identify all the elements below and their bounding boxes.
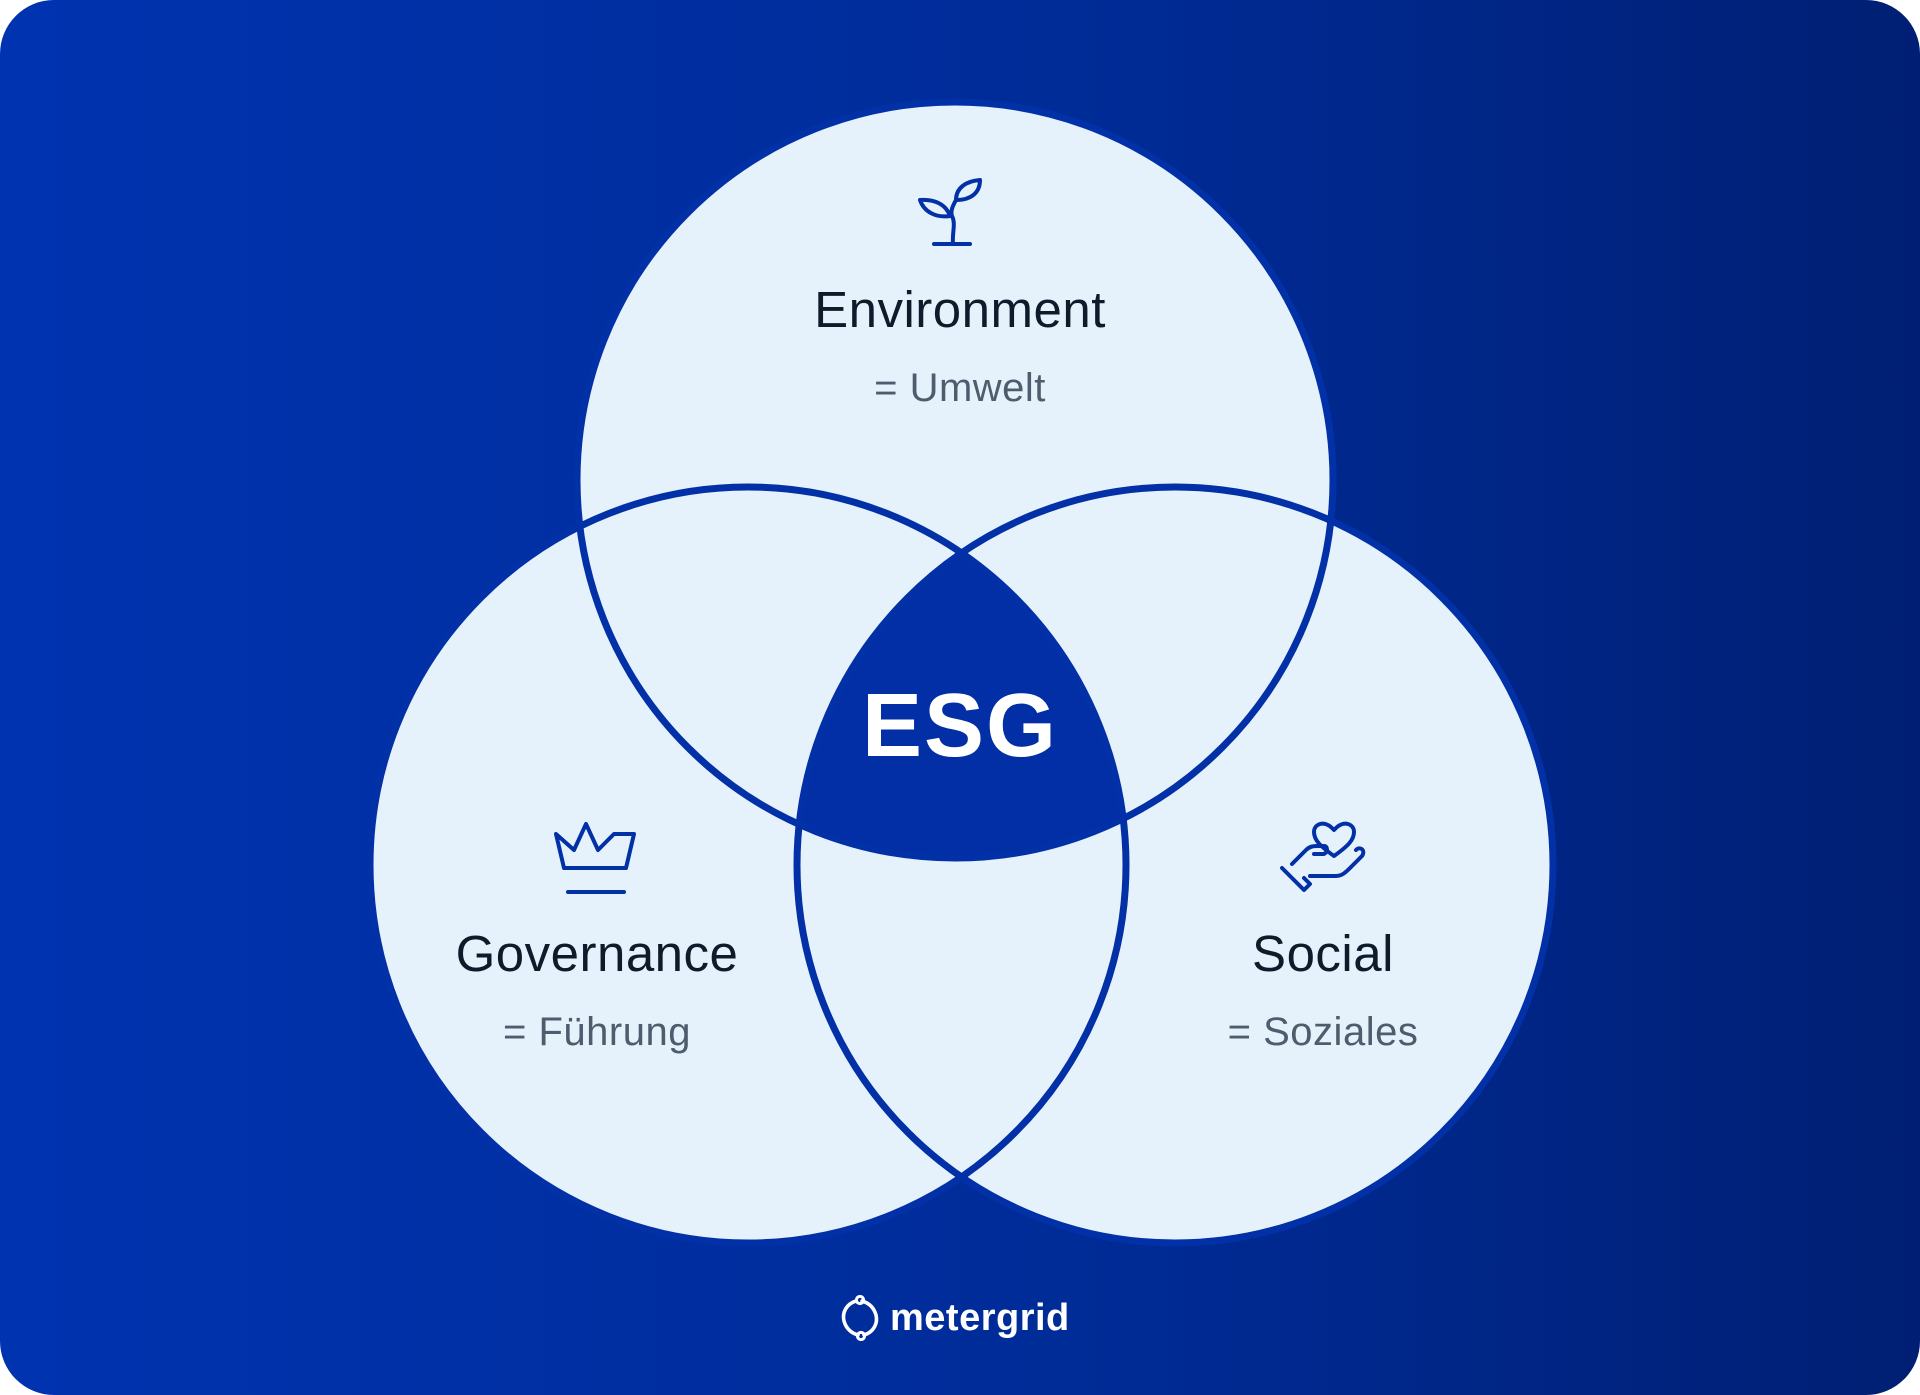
sprout-icon xyxy=(918,178,982,246)
circle-environment-outline xyxy=(573,98,1337,862)
circle-social-outline xyxy=(793,483,1557,1247)
social-subtitle: = Soziales xyxy=(1227,1010,1419,1054)
esg-intersection xyxy=(797,487,1126,858)
circle-governance-outline xyxy=(366,483,1130,1247)
metergrid-logo-icon xyxy=(841,1295,879,1341)
esg-center-label: ESG xyxy=(861,676,1059,776)
brand-name: metergrid xyxy=(890,1296,1070,1339)
environment-subtitle: = Umwelt xyxy=(874,366,1046,410)
social-title: Social xyxy=(1252,925,1394,982)
crown-icon xyxy=(554,822,636,894)
governance-title: Governance xyxy=(455,925,739,982)
governance-subtitle: = Führung xyxy=(503,1010,691,1054)
environment-title: Environment xyxy=(814,281,1106,338)
heart-hand-icon xyxy=(1280,821,1366,892)
brand-footer: metergrid xyxy=(840,1292,1070,1344)
